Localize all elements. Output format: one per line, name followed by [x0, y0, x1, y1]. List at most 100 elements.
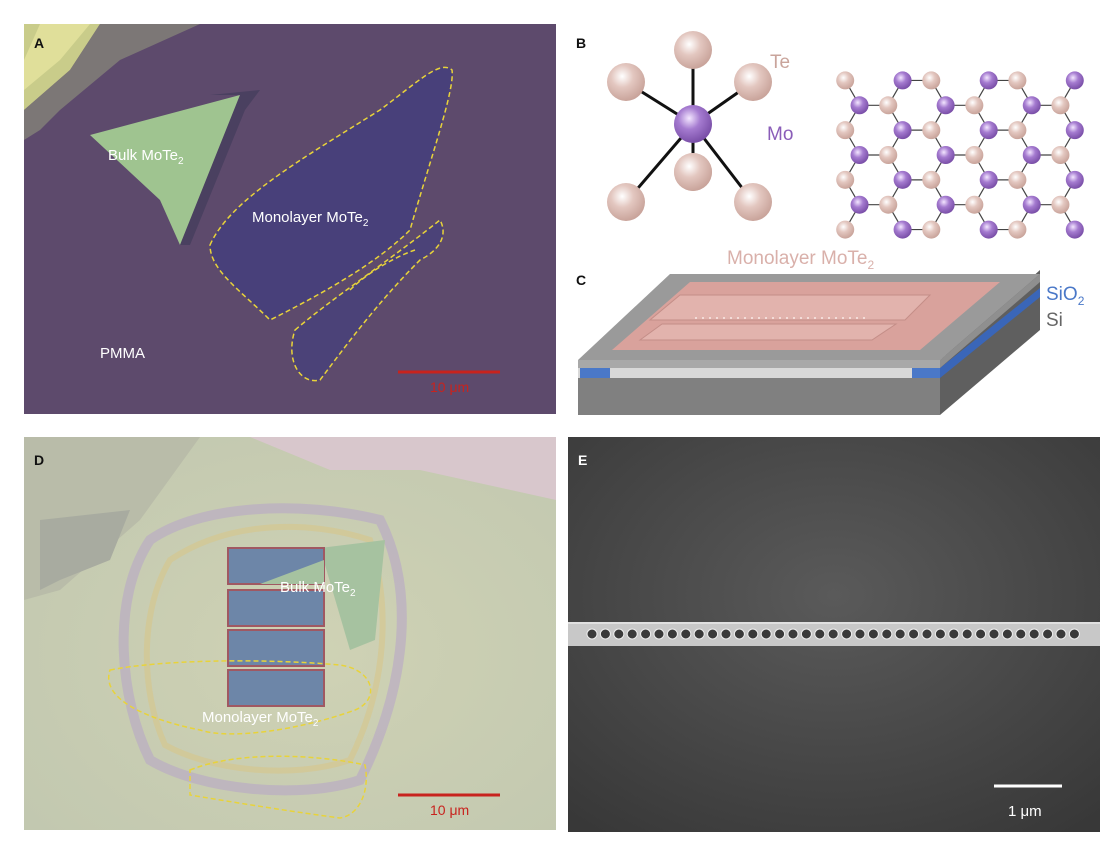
- hole: [854, 628, 866, 640]
- hole: [1055, 628, 1067, 640]
- te-atom: [674, 153, 712, 191]
- hole: [921, 628, 933, 640]
- te-atom: [1051, 146, 1070, 164]
- hole: [733, 628, 745, 640]
- mo-atom: [979, 170, 998, 189]
- te-atom: [1008, 220, 1027, 239]
- panel-label-e: E: [578, 452, 587, 468]
- te-atom: [965, 96, 984, 115]
- mo-atom: [850, 195, 869, 214]
- hole: [1068, 628, 1080, 640]
- hole: [827, 628, 839, 640]
- trigonal-prismatic-unit-cell: [607, 31, 772, 221]
- hole: [800, 628, 812, 640]
- te-atom: [922, 121, 941, 140]
- si-label: Si: [1046, 310, 1063, 331]
- mo-atom: [979, 71, 998, 90]
- hole: [653, 628, 665, 640]
- hole: [894, 628, 906, 640]
- scale-bar-label-e: 1 μm: [1008, 803, 1042, 820]
- te-atom: [836, 121, 855, 140]
- hole: [867, 628, 879, 640]
- photonic-crystal-holes: [586, 628, 1080, 640]
- te-atom: [836, 71, 855, 90]
- panel-a-micrograph: [24, 24, 556, 414]
- hole: [841, 628, 853, 640]
- mo-atom: [979, 121, 998, 140]
- sio2-label: SiO2: [1046, 284, 1085, 308]
- hole: [975, 628, 987, 640]
- honeycomb-lattice: [836, 71, 1084, 239]
- mo-atom: [893, 71, 912, 90]
- te-atom: [1008, 121, 1027, 140]
- pmma-label: PMMA: [100, 345, 145, 362]
- mo-atom: [1065, 71, 1084, 90]
- scale-bar-label: 10 μm: [430, 379, 469, 395]
- hole: [666, 628, 678, 640]
- mo-atom: [1022, 195, 1041, 214]
- mo-atom: [1065, 170, 1084, 189]
- hole: [814, 628, 826, 640]
- mo-atom: [893, 220, 912, 239]
- te-atom: [879, 96, 898, 115]
- panel-label-d: D: [34, 452, 44, 468]
- hole: [1042, 628, 1054, 640]
- te-atom: [734, 63, 772, 101]
- hole: [1015, 628, 1027, 640]
- hole: [760, 628, 772, 640]
- hole: [988, 628, 1000, 640]
- mo-atom: [850, 96, 869, 115]
- hole: [720, 628, 732, 640]
- hole: [948, 628, 960, 640]
- bulk-label-d: Bulk MoTe2: [280, 579, 356, 599]
- te-atom: [1051, 96, 1070, 115]
- hole: [586, 628, 598, 640]
- hole: [707, 628, 719, 640]
- mo-label: Mo: [767, 124, 793, 145]
- hole: [908, 628, 920, 640]
- mo-atom: [1022, 96, 1041, 115]
- te-atom: [879, 146, 898, 164]
- te-atom: [836, 220, 855, 239]
- te-atom: [879, 195, 898, 214]
- te-atom: [922, 71, 941, 90]
- monolayer-schematic-label: Monolayer MoTe2: [727, 248, 874, 272]
- bulk-flake: [90, 95, 240, 245]
- device-schematic: [578, 270, 1040, 415]
- te-atom: [965, 195, 984, 214]
- te-atom: [1051, 195, 1070, 214]
- hole: [640, 628, 652, 640]
- te-label: Te: [770, 52, 790, 73]
- mo-atom: [674, 105, 712, 143]
- te-atom: [1008, 170, 1027, 189]
- panel-label-a: A: [34, 35, 44, 51]
- sem-image: [568, 437, 1100, 832]
- hole: [599, 628, 611, 640]
- mo-atom: [850, 146, 869, 164]
- monolayer-outline: [209, 66, 453, 321]
- mo-atom: [893, 121, 912, 140]
- mo-atom: [1065, 220, 1084, 239]
- te-atom: [734, 183, 772, 221]
- mo-atom: [979, 220, 998, 239]
- hole: [680, 628, 692, 640]
- mo-atom: [936, 146, 955, 164]
- monolayer-label-d: Monolayer MoTe2: [202, 709, 319, 729]
- te-atom: [674, 31, 712, 69]
- scale-bar-label-d: 10 μm: [430, 802, 469, 818]
- mo-atom: [936, 195, 955, 214]
- hole: [626, 628, 638, 640]
- te-atom: [1008, 71, 1027, 90]
- hole: [934, 628, 946, 640]
- hole: [693, 628, 705, 640]
- hole: [1028, 628, 1040, 640]
- hole: [961, 628, 973, 640]
- panel-d-micrograph: [24, 437, 556, 830]
- hole: [747, 628, 759, 640]
- hole: [774, 628, 786, 640]
- mo-atom: [1065, 121, 1084, 140]
- te-atom: [922, 220, 941, 239]
- te-atom: [965, 146, 984, 164]
- mo-atom: [1022, 146, 1041, 164]
- bulk-label: Bulk MoTe2: [108, 147, 184, 167]
